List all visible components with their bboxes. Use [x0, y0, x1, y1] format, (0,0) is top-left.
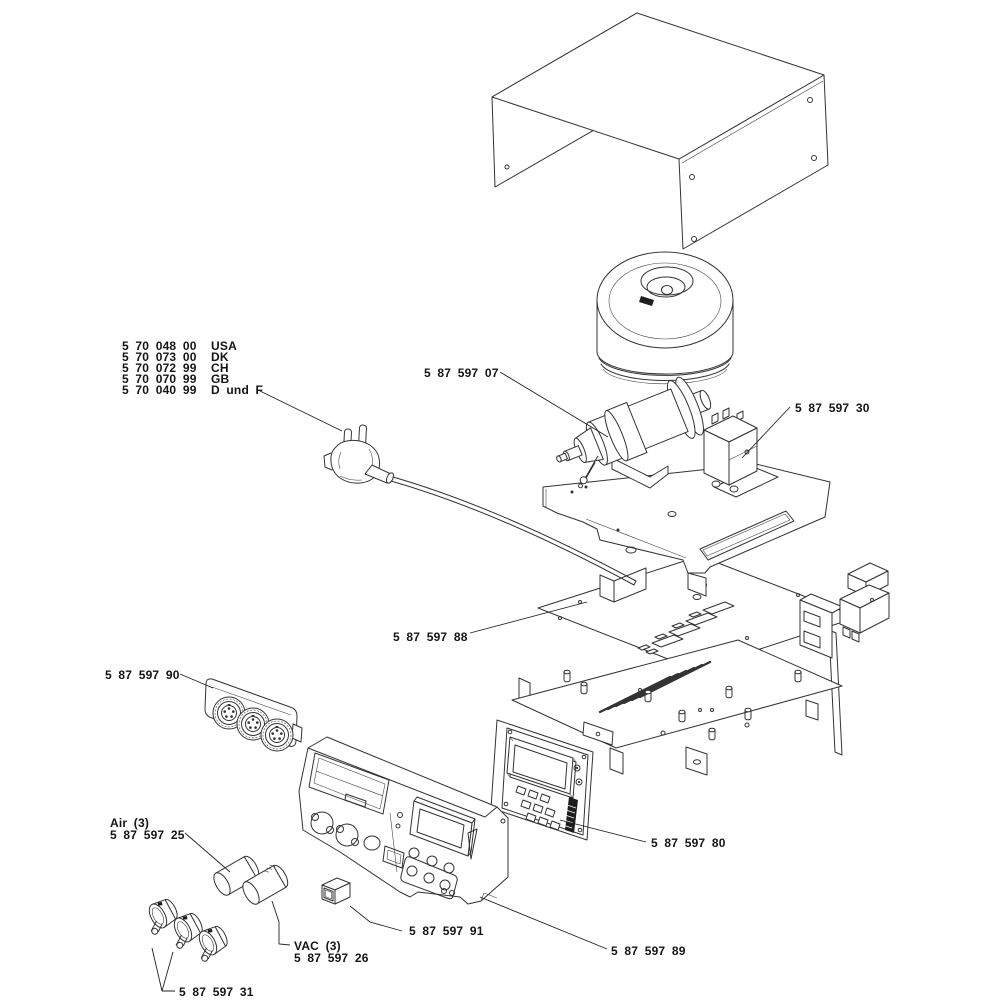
leader-power-cord	[259, 390, 343, 432]
variant-part: 5 70 040 99	[122, 383, 197, 397]
power-inlet-module	[839, 562, 890, 643]
label-front-panel: 5 87 597 89	[611, 944, 686, 958]
variant-region: DK	[211, 350, 229, 364]
label-air-fittings: 5 87 597 25	[110, 828, 185, 842]
variant-region: CH	[211, 361, 229, 375]
switch-aperture	[382, 845, 405, 869]
front-panel	[298, 736, 509, 905]
variant-part: 5 70 048 00	[122, 339, 197, 353]
main-pcb	[537, 555, 859, 671]
label-display-pcb: 5 87 597 80	[651, 836, 726, 850]
display-keypad-pcb	[490, 719, 614, 841]
label-filter-caps: 5 87 597 31	[179, 985, 254, 999]
power-cable	[392, 476, 637, 582]
leader-lines	[151, 371, 791, 992]
keypad-buttons	[515, 785, 561, 831]
label-rocker-switch: 5 87 597 91	[409, 924, 484, 938]
label-vac-fittings: 5 87 597 26	[294, 951, 369, 965]
toroidal-transformer	[596, 251, 734, 385]
label-solenoid-valve: 5 87 597 30	[795, 401, 870, 415]
variant-region: D und F	[211, 383, 263, 397]
chassis-plate	[542, 463, 831, 600]
label-main-pcb: 5 87 597 88	[393, 630, 468, 644]
filter-cap	[173, 912, 203, 949]
rocker-switch	[321, 877, 351, 905]
power-cord-variant-table: 5 70 048 00 USA 5 70 073 00 DK 5 70 072 …	[122, 339, 263, 397]
label-vac-qty: VAC (3)	[294, 939, 341, 953]
filter-cap	[148, 898, 178, 935]
rear-strip	[828, 629, 843, 756]
leader-vac-fittings	[271, 900, 291, 946]
variant-part: 5 70 073 00	[122, 350, 197, 364]
leader-rocker-switch	[349, 905, 403, 932]
din-socket	[260, 718, 294, 752]
leader-air-fittings	[184, 832, 231, 873]
variant-region: USA	[211, 339, 237, 353]
label-connector-panel: 5 87 597 90	[105, 668, 180, 682]
label-pump-motor: 5 87 597 07	[424, 366, 499, 380]
leader-solenoid-valve	[741, 406, 791, 459]
leader-filter-caps	[151, 947, 175, 992]
rear-bracket	[799, 593, 844, 659]
filter-cap	[198, 925, 228, 962]
power-plug-cable	[323, 424, 637, 586]
labels: 5 70 048 00 USA 5 70 073 00 DK 5 70 072 …	[105, 339, 870, 999]
variant-part: 5 70 072 99	[122, 361, 197, 375]
label-air-qty: Air (3)	[110, 816, 149, 830]
variant-part: 5 70 070 99	[122, 372, 197, 386]
variant-region: GB	[211, 372, 230, 386]
leader-pump-motor	[499, 371, 609, 438]
leader-main-pcb	[469, 601, 588, 634]
connector-panel	[204, 678, 303, 752]
motor-cradle	[611, 457, 669, 489]
cover-housing	[491, 12, 829, 250]
standoffs	[563, 669, 802, 741]
base-plate	[511, 562, 890, 776]
pump-motor	[556, 376, 712, 489]
air-sleeve	[213, 855, 260, 896]
leader-front-panel	[479, 896, 608, 950]
display-aperture	[416, 808, 465, 849]
leader-display-pcb	[559, 819, 647, 843]
vac-sleeve	[242, 864, 289, 905]
lcd-window	[512, 744, 568, 790]
leader-connector-panel	[179, 673, 214, 689]
solenoid-valve	[703, 407, 779, 498]
